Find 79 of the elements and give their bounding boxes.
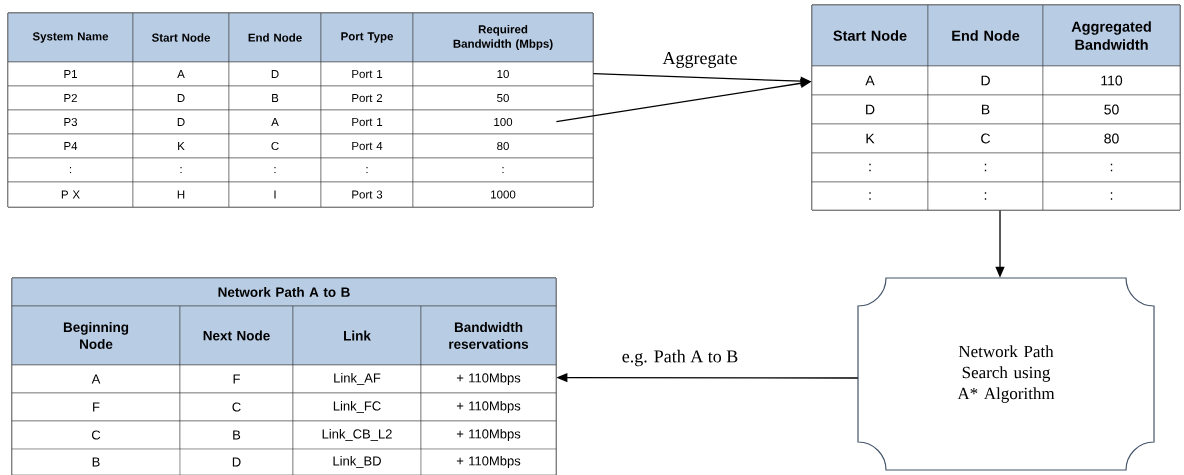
edge-label: Aggregate [661,51,739,69]
table-cell: : [1042,181,1181,211]
table-cell: : [811,181,929,211]
edge-label: e.g. Path A to B [620,348,740,368]
header-cell: System Name [7,12,134,63]
table-cell: Port 1 [320,61,414,87]
table-cell: 80 [1042,123,1181,154]
table-cell: D [811,94,929,125]
table-cell: : [7,157,134,183]
header-cell: Next Node [179,305,294,366]
table-cell: P4 [7,133,134,159]
table [811,4,1181,211]
table-cell: D [179,448,294,475]
table-cell: B [11,448,181,475]
table-cell: A [132,61,230,87]
table-cell: I [228,181,322,208]
table-cell: 110 [1042,65,1181,96]
table-cell: P X [7,181,134,208]
table-cell: : [811,152,929,183]
table-cell: Port 3 [320,181,414,208]
table [7,12,594,208]
table-cell: Link_BD [292,448,422,475]
table-cell: : [132,157,230,183]
table-cell: C [228,133,322,159]
table-cell: H [132,181,230,208]
table-cell: Port 2 [320,85,414,111]
process-box: Network Path Search using A* Algorithm [857,277,1155,471]
header-cell: Start Node [132,12,230,63]
header-cell: End Node [927,4,1044,67]
table-cell: + 110Mbps [420,392,557,422]
table-cell: Link_CB_L2 [292,420,422,450]
table-cell: K [132,133,230,159]
table-cell: : [412,157,594,183]
table-cell: + 110Mbps [420,364,557,394]
table-cell: A [11,364,181,394]
header-cell: Required Bandwidth (Mbps) [412,12,594,63]
table-cell: Link_FC [292,392,422,422]
table-cell: + 110Mbps [420,448,557,475]
table-cell: K [811,123,929,154]
table-cell: C [179,392,294,422]
table-cell: P2 [7,85,134,111]
table-cell: 100 [412,109,594,135]
table-cell: F [179,364,294,394]
table-cell: P3 [7,109,134,135]
table-cell: + 110Mbps [420,420,557,450]
table-cell: A [811,65,929,96]
table-cell: B [228,85,322,111]
table-cell: Port 1 [320,109,414,135]
table-cell: F [11,392,181,422]
table-cell: 1000 [412,181,594,208]
table-cell: 10 [412,61,594,87]
table-cell: : [228,157,322,183]
table-cell: 50 [412,85,594,111]
table-cell: 50 [1042,94,1181,125]
table-cell: : [1042,152,1181,183]
table-cell: : [927,152,1044,183]
table-cell: P1 [7,61,134,87]
header-cell: Beginning Node [11,305,181,366]
header-cell: Link [292,305,422,366]
header-cell: Start Node [811,4,929,67]
table-cell: B [179,420,294,450]
header-cell: Port Type [320,12,414,63]
header-cell: Bandwidth reservations [420,305,557,366]
table-cell: A [228,109,322,135]
table-cell: : [320,157,414,183]
table-cell: D [132,85,230,111]
table-cell: B [927,94,1044,125]
table-cell: C [927,123,1044,154]
header-cell: Aggregated Bandwidth [1042,4,1181,67]
table-cell: D [132,109,230,135]
table-cell: : [927,181,1044,211]
table-cell: D [927,65,1044,96]
table-cell: Port 4 [320,133,414,159]
table [11,277,557,475]
table-cell: Link_AF [292,364,422,394]
table-cell: C [11,420,181,450]
table-cell: D [228,61,322,87]
table-cell: 80 [412,133,594,159]
header-cell: End Node [228,12,322,63]
